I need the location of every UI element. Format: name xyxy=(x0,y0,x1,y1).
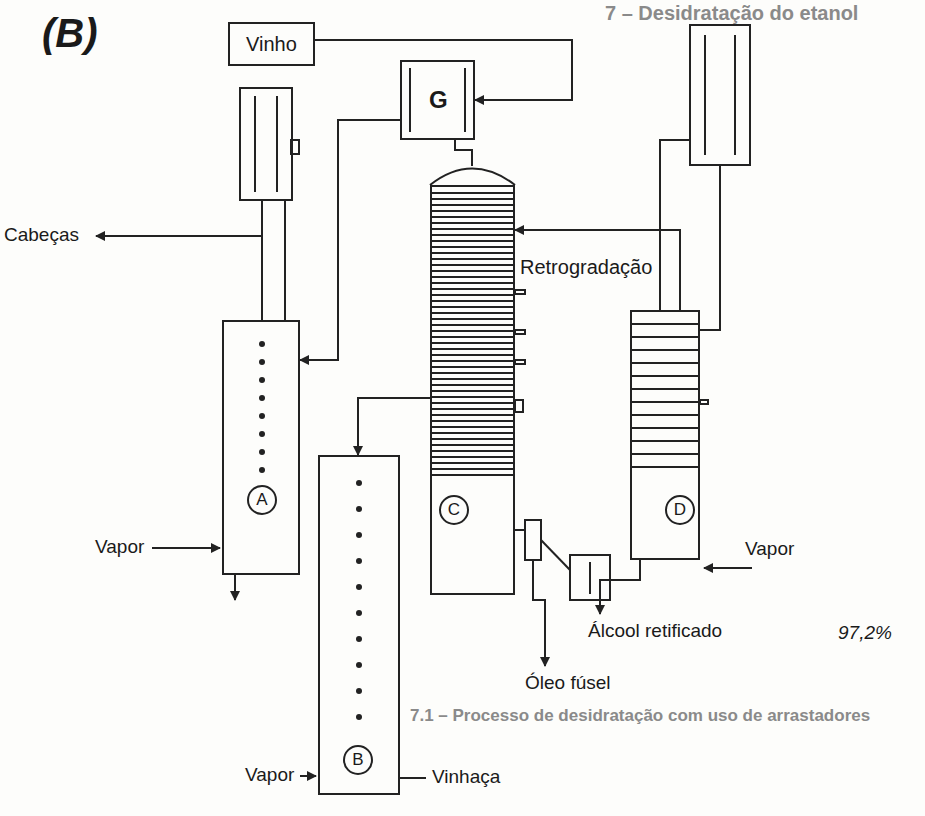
figure-tag: (B) xyxy=(42,10,98,56)
pipework xyxy=(300,775,316,777)
stripping-column: B xyxy=(318,455,400,795)
pipework xyxy=(533,560,545,666)
input-label: Vapor xyxy=(95,536,144,558)
pipework xyxy=(660,140,690,310)
pipework xyxy=(464,68,466,132)
distillation-column: A xyxy=(222,320,300,575)
pipework xyxy=(96,235,262,237)
pipework xyxy=(704,567,752,569)
output-label: Álcool retificado xyxy=(588,620,722,642)
input-label: Vapor xyxy=(745,538,794,560)
pipework xyxy=(455,140,472,166)
pipework xyxy=(515,400,523,412)
output-label: Óleo fúsel xyxy=(525,672,611,694)
column-letter: C xyxy=(439,495,469,525)
pipework xyxy=(430,169,515,186)
pipework xyxy=(254,96,256,192)
condenser-box: G xyxy=(400,60,475,140)
pipework xyxy=(704,35,706,155)
input-label: Vapor xyxy=(245,764,294,786)
pipework xyxy=(284,200,286,320)
pipework xyxy=(734,35,736,155)
pipework xyxy=(276,96,278,192)
pipework xyxy=(600,560,640,614)
feed-name: Vinho xyxy=(246,33,297,55)
pipework xyxy=(515,330,525,334)
feed-box: Vinho xyxy=(228,22,315,66)
pipework xyxy=(515,360,525,364)
rectifying-column: C xyxy=(430,185,515,595)
column-letter: A xyxy=(247,485,277,515)
pipe-connector xyxy=(515,230,680,310)
pipework xyxy=(234,575,236,600)
pipework xyxy=(589,562,591,594)
pipe-connector xyxy=(300,120,400,360)
pipework xyxy=(152,547,220,549)
rectifying-column: D xyxy=(630,310,700,560)
pipework xyxy=(700,165,720,330)
pipework xyxy=(690,25,750,165)
pipework xyxy=(515,529,525,531)
column-trays xyxy=(352,470,366,730)
flow-label: Retrogradação xyxy=(520,256,652,279)
column-trays xyxy=(432,192,513,480)
pipework xyxy=(291,140,299,154)
condenser-letter: G xyxy=(426,87,451,113)
pipework xyxy=(541,540,570,570)
pipework xyxy=(700,400,708,404)
column-trays xyxy=(255,335,269,479)
pipe-connector xyxy=(358,398,430,455)
concentration-note: 97,2% xyxy=(838,622,892,644)
pipework xyxy=(570,555,610,600)
page-heading: 7 – Desidratação do etanol xyxy=(605,2,858,25)
output-label: Vinhaça xyxy=(432,766,500,788)
pipework xyxy=(261,200,263,320)
pipework xyxy=(409,68,411,132)
column-letter: D xyxy=(665,495,695,525)
column-letter: B xyxy=(343,745,373,775)
pipework xyxy=(240,88,292,200)
column-trays xyxy=(632,322,698,478)
output-label: Cabeças xyxy=(4,224,79,246)
pipework xyxy=(400,777,426,779)
page-heading: 7.1 – Processo de desidratação com uso d… xyxy=(410,706,870,726)
pipework xyxy=(515,290,525,294)
pipework xyxy=(525,520,541,560)
pipework xyxy=(96,25,752,778)
